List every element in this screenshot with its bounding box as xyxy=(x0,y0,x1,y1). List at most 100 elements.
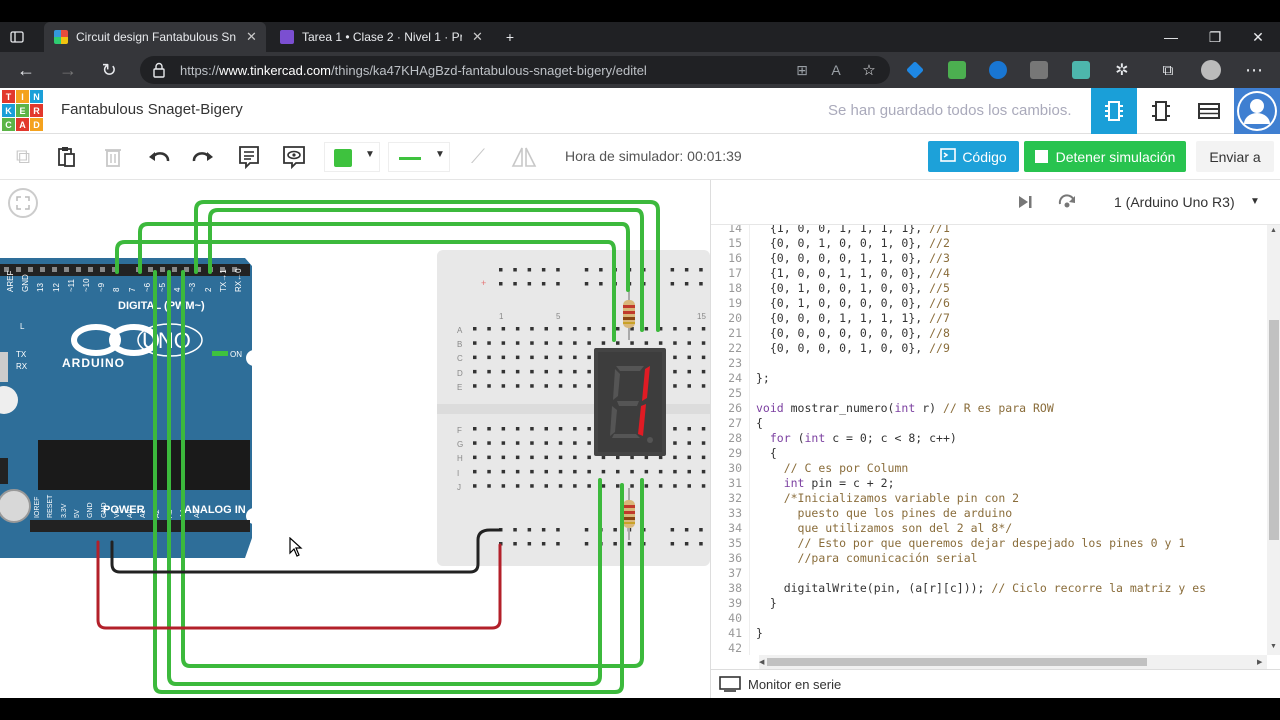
code-line[interactable]: 22 {0, 0, 0, 0, 1, 0, 0}, //9 xyxy=(711,341,1267,356)
notes-visibility-icon[interactable] xyxy=(281,144,307,170)
code-line[interactable]: 40 xyxy=(711,611,1267,626)
close-tab-icon[interactable]: ✕ xyxy=(246,29,257,44)
horizontal-scrollbar[interactable]: ◀ ▶ xyxy=(759,655,1267,669)
rotate-icon[interactable]: ⟋ xyxy=(471,145,485,168)
close-window-icon[interactable]: ✕ xyxy=(1252,28,1264,45)
board-selector[interactable]: 1 (Arduino Uno R3) ▼ xyxy=(1104,188,1274,218)
url-field[interactable]: https://www.tinkercad.com/things/ka47KHA… xyxy=(140,56,890,84)
code-line[interactable]: 19 {0, 1, 0, 0, 0, 0, 0}, //6 xyxy=(711,296,1267,311)
code-line[interactable]: 27{ xyxy=(711,416,1267,431)
user-avatar[interactable] xyxy=(1234,88,1280,134)
forward-icon[interactable]: → xyxy=(59,59,77,80)
step-play-icon[interactable] xyxy=(1017,194,1033,215)
wire-color-picker[interactable]: ▼ xyxy=(324,142,380,172)
tab-tarea[interactable]: Tarea 1 • Clase 2 · Nivel 1 · Prof C ✕ xyxy=(270,22,492,52)
code-text: {0, 0, 0, 0, 1, 0, 0}, //9 xyxy=(756,341,950,355)
code-line[interactable]: 21 {0, 0, 0, 0, 0, 0, 0}, //8 xyxy=(711,326,1267,341)
extension-blue-icon[interactable] xyxy=(989,61,1007,79)
code-line[interactable]: 24}; xyxy=(711,371,1267,386)
code-line[interactable]: 23 xyxy=(711,356,1267,371)
read-aloud-icon[interactable]: A xyxy=(831,62,841,78)
code-text: {1, 0, 0, 1, 1, 0, 0}, //4 xyxy=(756,266,950,280)
code-line[interactable]: 14 {1, 0, 0, 1, 1, 1, 1}, //1 xyxy=(711,225,1267,236)
apps-icon[interactable]: ⊞ xyxy=(796,61,808,78)
redo-icon[interactable] xyxy=(190,144,216,170)
code-line[interactable]: 38 digitalWrite(pin, (a[r][c])); // Cicl… xyxy=(711,581,1267,596)
code-line[interactable]: 29 { xyxy=(711,446,1267,461)
reload-icon[interactable]: ↻ xyxy=(101,59,117,80)
code-line[interactable]: 15 {0, 0, 1, 0, 0, 1, 0}, //2 xyxy=(711,236,1267,251)
code-line[interactable]: 32 /*Inicializamos variable pin con 2 xyxy=(711,491,1267,506)
delete-icon[interactable] xyxy=(100,144,126,170)
stop-simulation-button[interactable]: Detener simulación xyxy=(1024,141,1186,172)
extension-gray-icon[interactable] xyxy=(1030,61,1048,79)
scroll-up-icon[interactable]: ▲ xyxy=(1270,227,1277,234)
lock-icon[interactable] xyxy=(152,62,166,81)
collections-icon[interactable]: ⧉ xyxy=(1162,61,1174,79)
paste-icon[interactable] xyxy=(53,144,79,170)
code-text: que utilizamos son del 2 al 8*/ xyxy=(756,521,1013,535)
resistor-top[interactable] xyxy=(622,288,636,340)
code-line[interactable]: 33 puesto que los pines de arduino xyxy=(711,506,1267,521)
horizontal-scroll-thumb[interactable] xyxy=(767,658,1147,666)
code-line[interactable]: 35 // Esto por que queremos dejar despej… xyxy=(711,536,1267,551)
resistor-bottom[interactable] xyxy=(622,488,636,540)
notes-icon[interactable] xyxy=(236,144,262,170)
code-line[interactable]: 25 xyxy=(711,386,1267,401)
restore-icon[interactable]: ❐ xyxy=(1208,28,1222,45)
send-to-button[interactable]: Enviar a xyxy=(1196,141,1274,172)
undo-icon[interactable] xyxy=(146,144,172,170)
close-tab-icon[interactable]: ✕ xyxy=(472,29,483,44)
code-line[interactable]: 42 xyxy=(711,641,1267,655)
scroll-down-icon[interactable]: ▼ xyxy=(1270,643,1277,650)
code-line[interactable]: 31 int pin = c + 2; xyxy=(711,476,1267,491)
back-icon[interactable]: ← xyxy=(17,59,35,80)
zoom-to-fit-icon[interactable] xyxy=(8,188,38,218)
circuit-workspace[interactable]: ARDUINO UNO DIGITAL (PWM~) POWER ANALOG … xyxy=(0,180,710,698)
code-line[interactable]: 18 {0, 1, 0, 0, 1, 0, 0}, //5 xyxy=(711,281,1267,296)
circuit-view-icon[interactable] xyxy=(1091,88,1137,134)
tab-actions-icon[interactable] xyxy=(0,22,30,52)
extension-b-icon[interactable] xyxy=(1072,61,1090,79)
mirror-icon[interactable] xyxy=(511,144,537,170)
arduino-uno-board[interactable]: ARDUINO UNO DIGITAL (PWM~) POWER ANALOG … xyxy=(0,258,268,558)
code-button[interactable]: Código xyxy=(928,141,1019,172)
code-line[interactable]: 34 que utilizamos son del 2 al 8*/ xyxy=(711,521,1267,536)
extension-green-icon[interactable] xyxy=(948,61,966,79)
extensions-puzzle-icon[interactable]: ✲ xyxy=(1115,62,1129,79)
code-line[interactable]: 28 for (int c = 0; c < 8; c++) xyxy=(711,431,1267,446)
scroll-right-icon[interactable]: ▶ xyxy=(1257,659,1263,666)
scroll-left-icon[interactable]: ◀ xyxy=(759,659,765,666)
line-number: 22 xyxy=(728,341,742,355)
chevron-down-icon: ▼ xyxy=(1250,196,1260,207)
code-line[interactable]: 30 // C es por Column xyxy=(711,461,1267,476)
new-tab-icon[interactable]: + xyxy=(505,29,515,45)
favorites-star-icon[interactable]: ☆ xyxy=(862,62,876,79)
more-menu-icon[interactable]: ⋯ xyxy=(1245,59,1263,80)
code-line[interactable]: 37 xyxy=(711,566,1267,581)
schematic-view-icon[interactable] xyxy=(1138,88,1184,134)
copy-icon[interactable]: ⧉ xyxy=(15,145,31,168)
tab-circuit-design[interactable]: Circuit design Fantabulous Snagé ✕ xyxy=(44,22,266,52)
design-title[interactable]: Fantabulous Snaget-Bigery xyxy=(61,101,243,118)
code-line[interactable]: 36 //para comunicación serial xyxy=(711,551,1267,566)
code-line[interactable]: 16 {0, 0, 0, 0, 1, 1, 0}, //3 xyxy=(711,251,1267,266)
seven-segment-display[interactable] xyxy=(594,348,666,456)
code-line[interactable]: 39 } xyxy=(711,596,1267,611)
code-line[interactable]: 17 {1, 0, 0, 1, 1, 0, 0}, //4 xyxy=(711,266,1267,281)
extension-diamond-icon[interactable] xyxy=(906,61,924,79)
stop-icon xyxy=(1034,150,1048,163)
serial-monitor-bar[interactable]: Monitor en serie xyxy=(711,669,1280,698)
code-line[interactable]: 41} xyxy=(711,626,1267,641)
vertical-scroll-thumb[interactable] xyxy=(1269,320,1279,540)
minimize-icon[interactable]: — xyxy=(1164,29,1178,45)
component-list-icon[interactable] xyxy=(1186,88,1232,134)
step-over-icon[interactable] xyxy=(1057,192,1077,215)
vertical-scrollbar[interactable]: ▲ ▼ xyxy=(1267,225,1280,655)
code-line[interactable]: 20 {0, 0, 0, 1, 1, 1, 1}, //7 xyxy=(711,311,1267,326)
wire-type-picker[interactable]: ▼ xyxy=(388,142,450,172)
profile-avatar[interactable] xyxy=(1201,60,1221,80)
